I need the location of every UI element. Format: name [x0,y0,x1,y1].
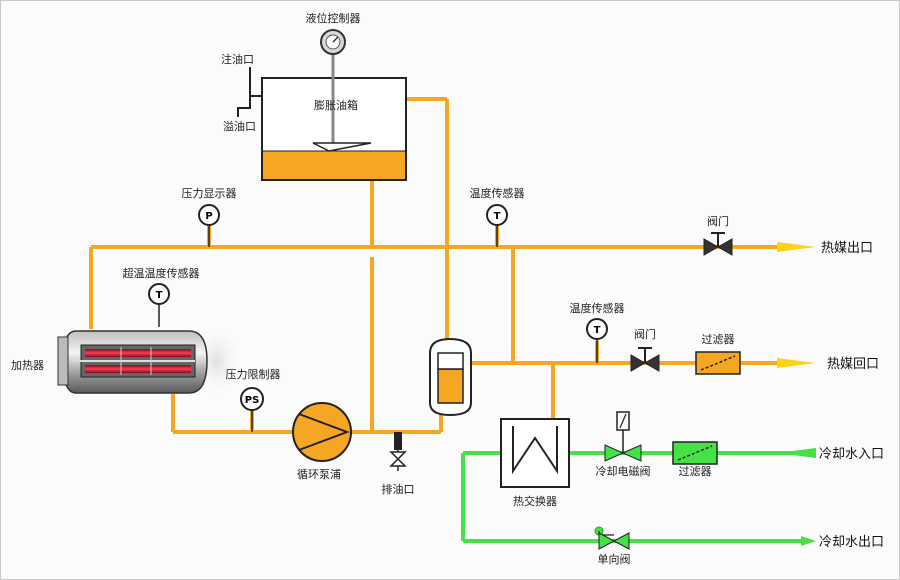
overtemp-sensor-gauge: T [148,283,170,327]
label-temp-sensor-mid: 温度传感器 [570,301,625,315]
check-valve-icon [594,526,630,550]
label-filter-low: 过滤器 [679,465,712,478]
label-valve-top: 阀门 [707,214,729,228]
temp-symbol-overtemp: T [156,290,163,301]
label-heat-medium-return: 热媒回口 [827,357,879,372]
labels: 液位控制器 注油口 溢油口 膨胀油箱 压力显示器 温度传感器 阀门 热媒出口 超… [11,11,884,566]
label-circulation-pump: 循环泵浦 [297,468,341,481]
label-pressure-limiter: 压力限制器 [226,368,281,381]
label-temp-sensor-top: 温度传感器 [470,186,525,200]
label-pressure-display: 压力显示器 [182,187,237,200]
fill-port [237,67,262,117]
label-valve-mid: 阀门 [634,327,656,341]
temp-sensor-mid-gauge: T [586,318,608,363]
temp-symbol-mid: T [594,325,601,336]
deaerator-tank-icon [429,337,472,417]
temp-symbol-top: T [494,211,501,222]
label-heat-exchanger: 热交换器 [513,494,557,508]
solenoid-valve-icon [604,411,642,462]
label-expansion-tank: 膨胀油箱 [314,98,358,112]
drain-valve-icon [389,432,407,471]
label-overtemp-sensor: 超温温度传感器 [123,266,200,280]
label-heater: 加热器 [11,359,44,372]
pressure-switch-symbol: PS [245,395,260,406]
label-cooling-solenoid: 冷却电磁阀 [596,464,651,478]
label-fill-port: 注油口 [221,52,254,66]
gate-valve-icon [630,347,660,372]
label-overflow-port: 溢油口 [223,119,256,133]
label-level-controller: 液位控制器 [306,11,361,25]
heater-icon [57,321,243,401]
gate-valve-icon [703,232,733,256]
label-cooling-water-inlet: 冷却水入口 [819,447,884,462]
expansion-tank-icon [261,53,407,181]
heat-exchanger-icon [500,418,570,488]
label-filter-mid: 过滤器 [702,333,735,346]
label-cooling-water-outlet: 冷却水出口 [819,535,884,550]
pump-icon [292,402,352,462]
level-gauge-icon [320,29,346,55]
filter-icon [672,441,718,465]
temp-sensor-top-gauge: T [486,204,508,247]
arrow-icon [777,242,816,546]
pressure-symbol: P [205,211,212,222]
label-check-valve: 单向阀 [598,552,631,566]
label-heat-medium-outlet: 热媒出口 [821,241,873,256]
pressure-display-gauge: P [198,204,220,247]
label-drain-port: 排油口 [382,482,415,496]
filter-icon [695,351,741,375]
pressure-limiter-gauge: PS [240,387,264,432]
